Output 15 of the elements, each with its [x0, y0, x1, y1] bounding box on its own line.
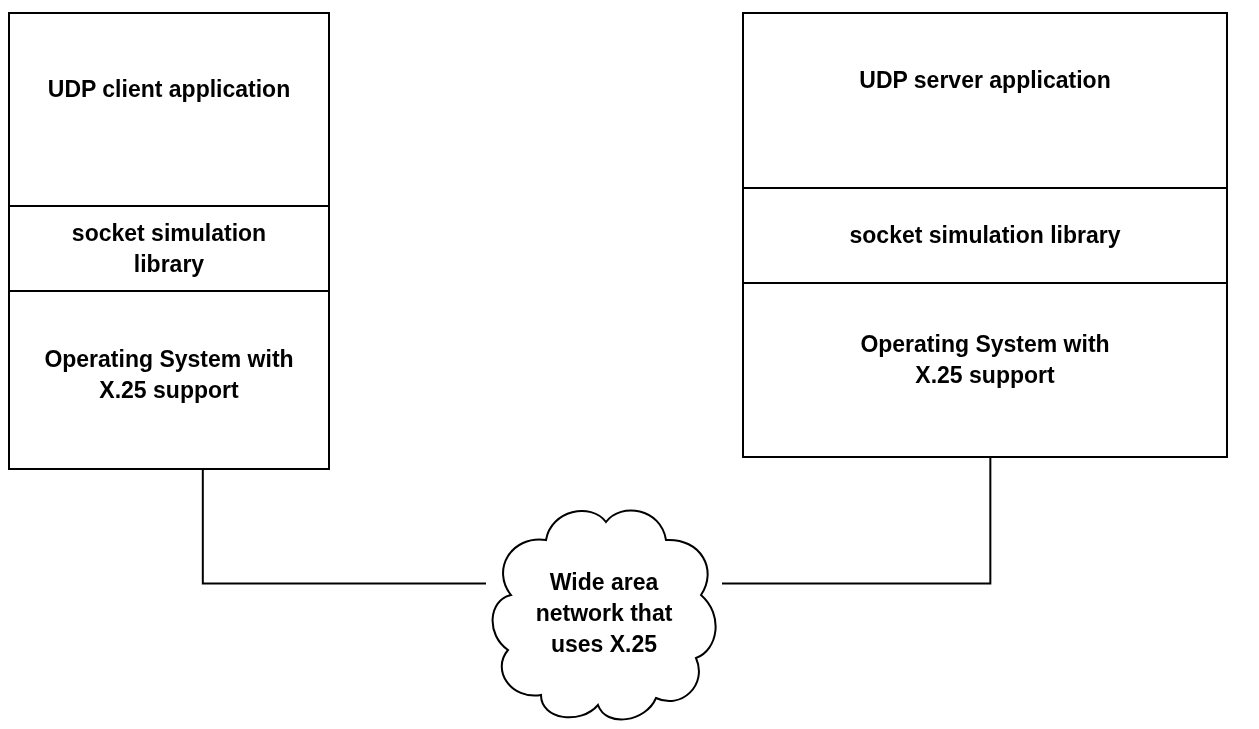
process-box	[8, 12, 330, 207]
node-label: UDP server application	[858, 66, 1112, 95]
node-label: Operating System with X.25 support	[44, 345, 294, 405]
node-label: UDP client application	[46, 75, 292, 104]
node-label: socket simulation library	[848, 221, 1122, 250]
node-label: Operating System with X.25 support	[859, 330, 1111, 390]
connector-line	[201, 469, 487, 585]
process-box	[742, 282, 1228, 458]
process-box	[8, 290, 330, 470]
process-box	[8, 205, 330, 292]
node-label: Wide area network that uses X.25	[534, 567, 674, 659]
node-label: socket simulation library	[70, 218, 268, 279]
connector-line	[721, 457, 992, 585]
process-box	[742, 12, 1228, 189]
process-box	[742, 187, 1228, 284]
